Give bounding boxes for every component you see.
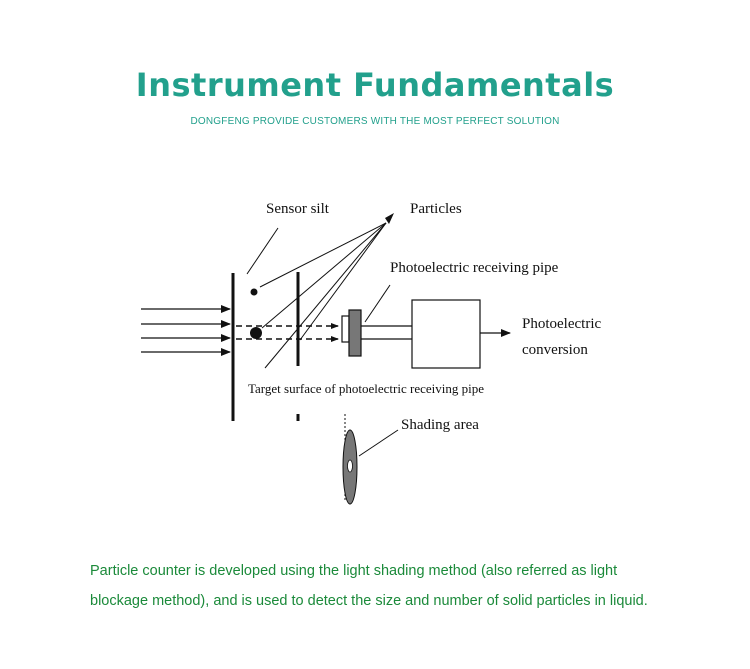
- particle-pointer-3: [264, 222, 387, 369]
- caption-line-2: blockage method), and is used to detect …: [90, 593, 648, 609]
- slit-beam-dashed: [236, 323, 339, 342]
- photoelectric-conversion-box: [411, 299, 481, 369]
- description-caption: Particle counter is developed using the …: [90, 556, 710, 616]
- particle-small: [250, 288, 258, 296]
- label-conversion-line1: Photoelectric: [522, 316, 601, 332]
- label-conversion-line2: conversion: [522, 342, 588, 358]
- shading-area-pointer: [358, 429, 399, 457]
- label-receiving-pipe: Photoelectric receiving pipe: [390, 260, 559, 276]
- incoming-light-beams: [141, 305, 231, 356]
- label-particles: Particles: [410, 201, 462, 217]
- page-title: Instrument Fundamentals: [135, 66, 615, 104]
- label-target-surface: Target surface of photoelectric receivin…: [248, 381, 484, 396]
- label-sensor-slit: Sensor silt: [266, 201, 330, 217]
- pointer-lines: [246, 222, 399, 457]
- particles-pointer-arrow-head: [385, 213, 394, 224]
- caption-line-1: Particle counter is developed using the …: [90, 563, 618, 579]
- receiving-pipe-pointer: [364, 284, 391, 323]
- sensor-slit-pointer: [246, 227, 279, 275]
- particle-pointer-4: [299, 222, 387, 341]
- target-surface-plate: [341, 315, 350, 343]
- photoelectric-receiving-pipe: [348, 309, 362, 357]
- label-shading-area: Shading area: [401, 417, 479, 433]
- particle-large: [250, 327, 262, 339]
- particle-pointer-1: [259, 222, 387, 288]
- shading-area-hole: [347, 459, 353, 473]
- page-subtitle: DONGFENG PROVIDE CUSTOMERS WITH THE MOST…: [190, 116, 560, 127]
- particle-pointer-2: [261, 222, 387, 329]
